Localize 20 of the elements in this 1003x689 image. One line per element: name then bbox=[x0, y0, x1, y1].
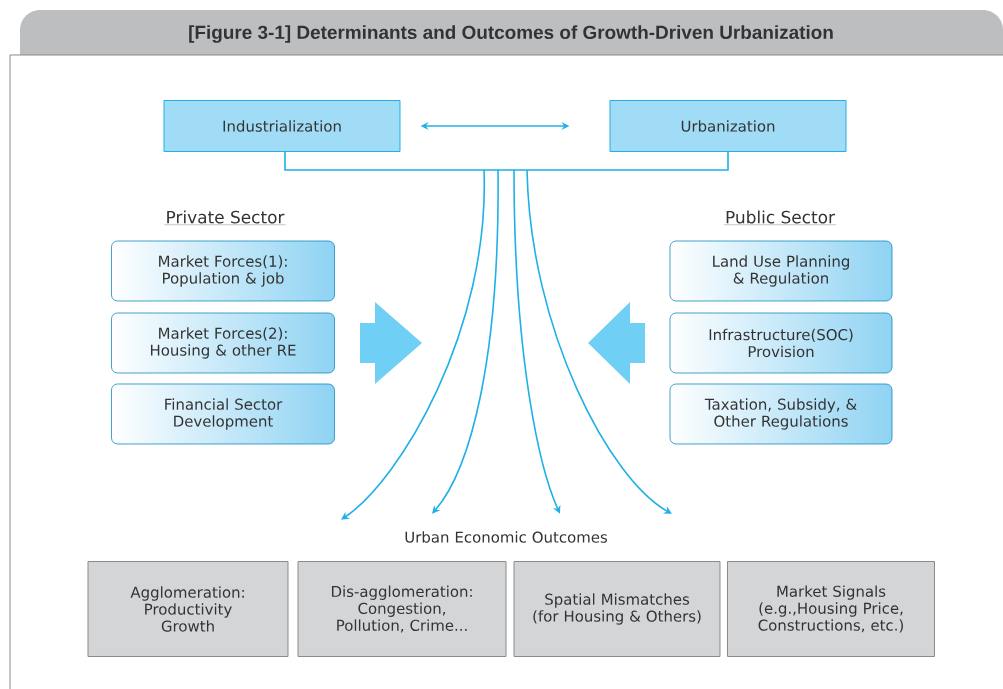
group-heading: Urban Economic Outcomes bbox=[405, 531, 608, 543]
factor-box: Market Forces(2): Housing & other RE bbox=[111, 312, 335, 374]
section-heading: Private Sector bbox=[167, 210, 285, 224]
title: [Figure 3-1] Determinants and Outcomes of Growth-Driven Urbanization bbox=[189, 25, 833, 43]
arrow bbox=[513, 169, 561, 514]
factor-box: Taxation, Subsidy, & Other Regulations bbox=[669, 383, 893, 445]
process-box: Industrialization bbox=[163, 100, 401, 152]
section-heading: Public Sector bbox=[726, 210, 835, 224]
arrow bbox=[341, 169, 485, 520]
factor-box: Land Use Planning & Regulation bbox=[669, 240, 893, 302]
outcome-box: Dis-agglomeration: Congestion, Pollution, Crime... bbox=[297, 561, 507, 657]
outcome-box: Spatial Mismatches (for Housing & Others) bbox=[513, 561, 721, 657]
outcome-box: Market Signals (e.g.,Housing Price, Constructions, etc.) bbox=[727, 561, 935, 657]
arrow bbox=[432, 169, 499, 514]
outcome-box: Agglomeration: Productivity Growth bbox=[87, 561, 289, 657]
factor-box: Infrastructure(SOC) Provision bbox=[669, 312, 893, 374]
factor-box: Market Forces(1): Population & job bbox=[111, 240, 335, 302]
arrow bbox=[526, 169, 672, 514]
factor-box: Financial Sector Development bbox=[111, 383, 335, 445]
process-box: Urbanization bbox=[609, 100, 847, 152]
